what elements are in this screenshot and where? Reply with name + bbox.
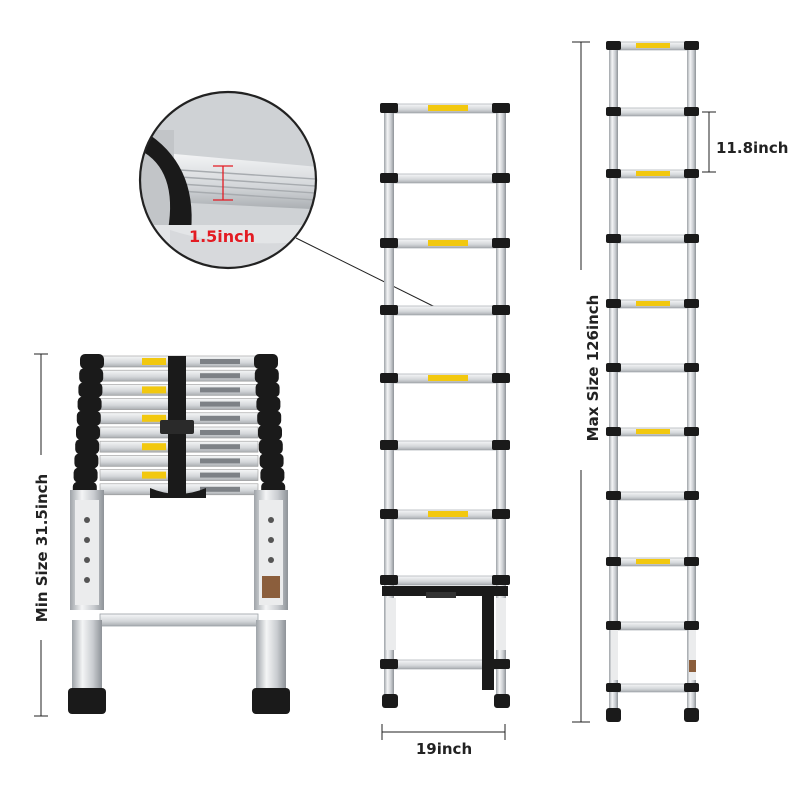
ladder-step xyxy=(380,509,510,520)
ladder-step xyxy=(606,234,699,244)
thickness-label: 1.5inch xyxy=(189,227,255,246)
ladder-step xyxy=(606,169,699,179)
ladder-step xyxy=(380,173,510,184)
ladder-step xyxy=(606,299,699,309)
width-label: 19inch xyxy=(416,740,472,758)
ladder-step xyxy=(380,373,510,384)
ladder-step xyxy=(606,491,699,501)
ladder-step xyxy=(380,305,510,316)
base-block xyxy=(382,586,508,596)
ladder-step xyxy=(606,107,699,117)
right-foot xyxy=(494,694,510,708)
zoom-pointer-line xyxy=(295,237,446,313)
strap xyxy=(482,586,494,690)
zoom-detail: 1.5inch xyxy=(138,90,318,270)
width-dimension xyxy=(381,724,506,740)
extended-ladder xyxy=(380,103,510,708)
right-rail xyxy=(687,44,696,716)
right-rail xyxy=(496,106,506,702)
min-size-dimension xyxy=(34,353,48,717)
thickness-marker xyxy=(213,165,233,201)
collapsed-ladder xyxy=(68,354,290,714)
max-size-dimension xyxy=(572,41,590,723)
right-foot xyxy=(684,708,699,722)
sticker-panel xyxy=(386,598,396,650)
step-spacing-dimension xyxy=(702,111,716,173)
left-rail xyxy=(609,44,618,716)
sticker-panel xyxy=(496,598,506,650)
step-spacing-label: 11.8inch xyxy=(716,139,788,157)
ladder-step xyxy=(606,683,699,693)
ladder-step xyxy=(606,363,699,373)
sticker-panel xyxy=(611,630,618,680)
max-size-label: Max Size 126inch xyxy=(584,295,602,442)
handle xyxy=(426,592,456,598)
ladder-step xyxy=(380,440,510,451)
ladder-step xyxy=(606,41,699,51)
left-foot xyxy=(382,694,398,708)
ladder-step xyxy=(380,659,510,670)
sticker-photo xyxy=(689,660,696,672)
ladder-step xyxy=(606,427,699,437)
left-foot xyxy=(606,708,621,722)
sticker-panel xyxy=(689,630,696,680)
left-rail xyxy=(384,106,394,702)
min-size-label: Min Size 31.5inch xyxy=(33,474,51,622)
ladder-step xyxy=(606,621,699,631)
fully-extended-ladder xyxy=(606,41,699,722)
ladder-step xyxy=(380,575,510,586)
ladder-step xyxy=(380,103,510,114)
ladder-step xyxy=(380,238,510,249)
ladder-step xyxy=(606,557,699,567)
